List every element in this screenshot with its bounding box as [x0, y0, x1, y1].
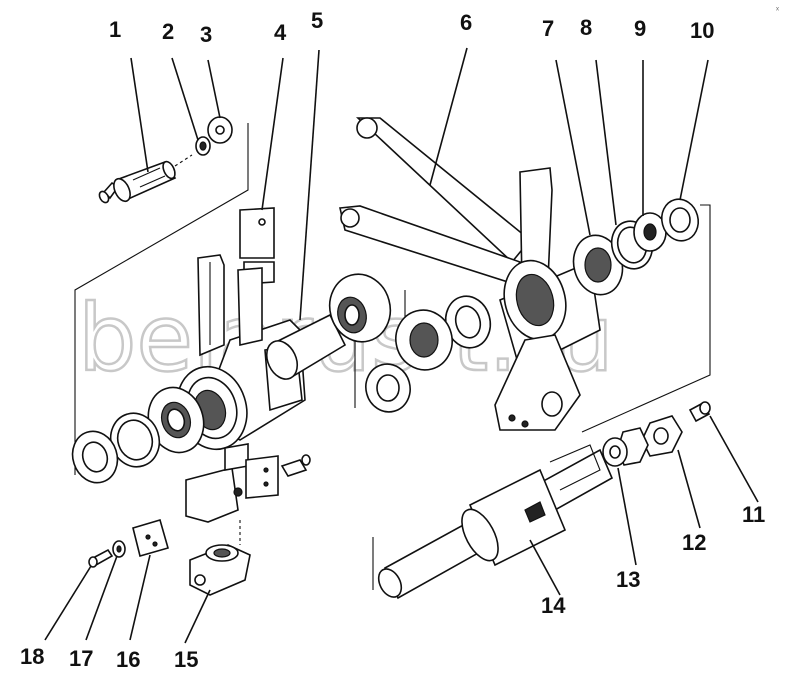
leader-lines [44, 47, 759, 644]
part-2-washer [195, 136, 211, 156]
callout-10: 10 [690, 18, 714, 43]
part-3-washer [207, 116, 233, 144]
callout-7: 7 [542, 16, 554, 41]
part-12-nuts [617, 415, 683, 466]
corner-mark: ₓ [776, 2, 779, 12]
part-16-plate [132, 519, 169, 557]
callout-1: 1 [109, 17, 121, 42]
part-18-bolt [88, 548, 114, 568]
callout-9: 9 [634, 16, 646, 41]
right-bracket-assembly [494, 167, 601, 431]
callout-13: 13 [616, 567, 640, 592]
callout-labels: 1 2 3 4 5 6 7 8 9 10 11 12 13 14 15 16 1… [20, 8, 765, 672]
part-17-washer [112, 540, 126, 558]
part-1-pin [98, 154, 193, 204]
middle-bearing-stack [328, 273, 492, 413]
part-9-washer [633, 212, 667, 252]
callout-11: 11 [742, 502, 765, 527]
callout-14: 14 [541, 593, 566, 618]
callout-2: 2 [162, 19, 174, 44]
callout-6: 6 [460, 10, 472, 35]
part-14-shaft [377, 444, 614, 600]
part-15-block [189, 544, 251, 596]
callout-8: 8 [580, 15, 592, 40]
part-11-grease-fitting [688, 401, 711, 423]
callout-12: 12 [682, 530, 706, 555]
callout-4: 4 [274, 20, 287, 45]
callout-15: 15 [174, 647, 198, 672]
part-6-arms [339, 117, 532, 283]
left-bearing-stack [71, 386, 205, 484]
callout-16: 16 [116, 647, 140, 672]
part-10-cap [660, 198, 700, 242]
part-7-bearing [572, 234, 624, 296]
part-13-washer [602, 437, 628, 467]
callout-3: 3 [200, 22, 212, 47]
callout-17: 17 [69, 646, 93, 671]
callout-18: 18 [20, 644, 44, 669]
part-5-sleeve [265, 313, 347, 380]
callout-5: 5 [311, 8, 323, 33]
